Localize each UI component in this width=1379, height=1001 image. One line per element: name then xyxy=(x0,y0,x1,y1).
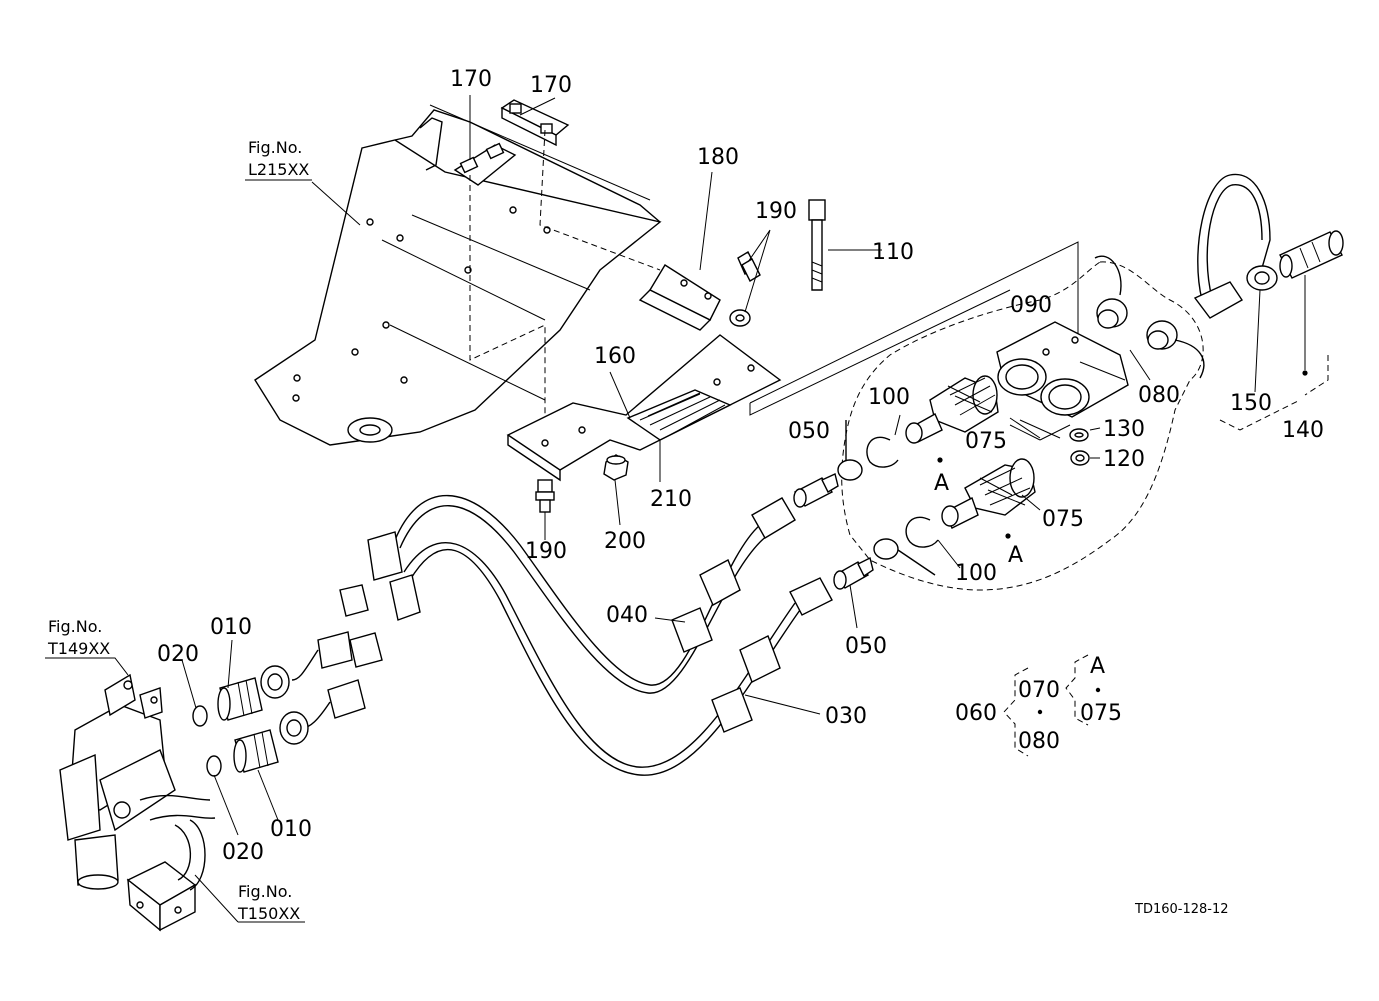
callout-200: 200 xyxy=(604,529,646,554)
callout-040: 040 xyxy=(606,603,648,628)
coupler-075-lower xyxy=(941,458,1036,529)
callout-010-lower: 010 xyxy=(270,817,312,842)
mount-block-t150 xyxy=(126,819,206,932)
assembly-line xyxy=(469,175,546,430)
legend-A: A xyxy=(1090,654,1105,679)
ref-l215-line2: L215XX xyxy=(248,160,309,179)
plate-170-right xyxy=(500,99,570,147)
coupler-075-upper xyxy=(905,375,999,444)
legend-060: 060 xyxy=(955,701,997,726)
callout-090: 090 xyxy=(1010,293,1052,318)
holder-090 xyxy=(996,321,1129,418)
callout-075-lower: 075 xyxy=(1042,507,1084,532)
legend-070: 070 xyxy=(1018,678,1060,703)
hose-040 xyxy=(260,495,796,699)
o-ring-020-lower xyxy=(206,755,222,777)
adapter-050-upper xyxy=(793,473,839,508)
drawing-code: TD160-128-12 xyxy=(1134,902,1229,917)
callout-120: 120 xyxy=(1103,447,1145,472)
ref-t150-line2: T150XX xyxy=(237,904,300,923)
plate-160 xyxy=(506,334,782,482)
callout-020-upper: 020 xyxy=(157,642,199,667)
adapter-050-lower xyxy=(833,556,874,590)
leader-lines xyxy=(45,95,1261,923)
callout-A-upper: A xyxy=(934,471,949,496)
pin-150 xyxy=(1193,173,1278,319)
control-valve xyxy=(59,673,216,890)
callout-110: 110 xyxy=(872,240,914,265)
coupler-140 xyxy=(1219,230,1344,431)
o-ring-020-upper xyxy=(192,705,208,727)
snap-ring-100-upper xyxy=(837,420,899,481)
ref-t149-line2: T149XX xyxy=(47,639,110,658)
guide-line xyxy=(749,241,1079,404)
ref-l215-line1: Fig.No. xyxy=(248,138,302,157)
nut-120 xyxy=(1070,450,1090,466)
callout-190-upper: 190 xyxy=(755,199,797,224)
callout-210: 210 xyxy=(650,487,692,512)
callout-010-upper: 010 xyxy=(210,615,252,640)
bolt-110 xyxy=(808,199,826,291)
marker-dots xyxy=(937,370,1308,715)
callout-030: 030 xyxy=(825,704,867,729)
guide-line xyxy=(749,289,1011,416)
hose-030 xyxy=(279,542,833,776)
callout-A-lower: A xyxy=(1008,543,1023,568)
washer-130 xyxy=(1069,428,1089,442)
callout-170-left: 170 xyxy=(450,67,492,92)
adapter-010-upper xyxy=(217,677,263,721)
assembly-legend: 060 070 080 A 075 xyxy=(955,654,1122,757)
callout-130: 130 xyxy=(1103,417,1145,442)
callout-180: 180 xyxy=(697,145,739,170)
callout-100-lower: 100 xyxy=(955,561,997,586)
nut-200 xyxy=(603,454,629,481)
bracket-180 xyxy=(638,264,721,331)
callout-020-lower: 020 xyxy=(222,840,264,865)
callout-140: 140 xyxy=(1282,418,1324,443)
callout-170-right: 170 xyxy=(530,73,572,98)
bolt-190-lower xyxy=(535,479,555,513)
callout-050-lower: 050 xyxy=(845,634,887,659)
callout-050-upper: 050 xyxy=(788,419,830,444)
adapter-010-lower xyxy=(233,729,279,773)
coupler-group-outline xyxy=(841,261,1204,591)
legend-075: 075 xyxy=(1080,701,1122,726)
callout-190-lower: 190 xyxy=(525,539,567,564)
dust-cap-080 xyxy=(1094,255,1205,379)
mounting-bracket-plate xyxy=(254,104,662,446)
callout-075-upper: 075 xyxy=(965,429,1007,454)
legend-080: 080 xyxy=(1018,729,1060,754)
ref-t150-line1: Fig.No. xyxy=(238,882,292,901)
plate-170-left xyxy=(453,142,517,186)
bolt-190-upper xyxy=(729,251,761,327)
snap-ring-100-lower xyxy=(873,516,939,576)
pad-210 xyxy=(626,389,732,441)
assembly-line xyxy=(539,129,661,271)
ref-t149-line1: Fig.No. xyxy=(48,617,102,636)
callout-160: 160 xyxy=(594,344,636,369)
callout-080: 080 xyxy=(1138,383,1180,408)
callout-150: 150 xyxy=(1230,391,1272,416)
callout-100-upper: 100 xyxy=(868,385,910,410)
